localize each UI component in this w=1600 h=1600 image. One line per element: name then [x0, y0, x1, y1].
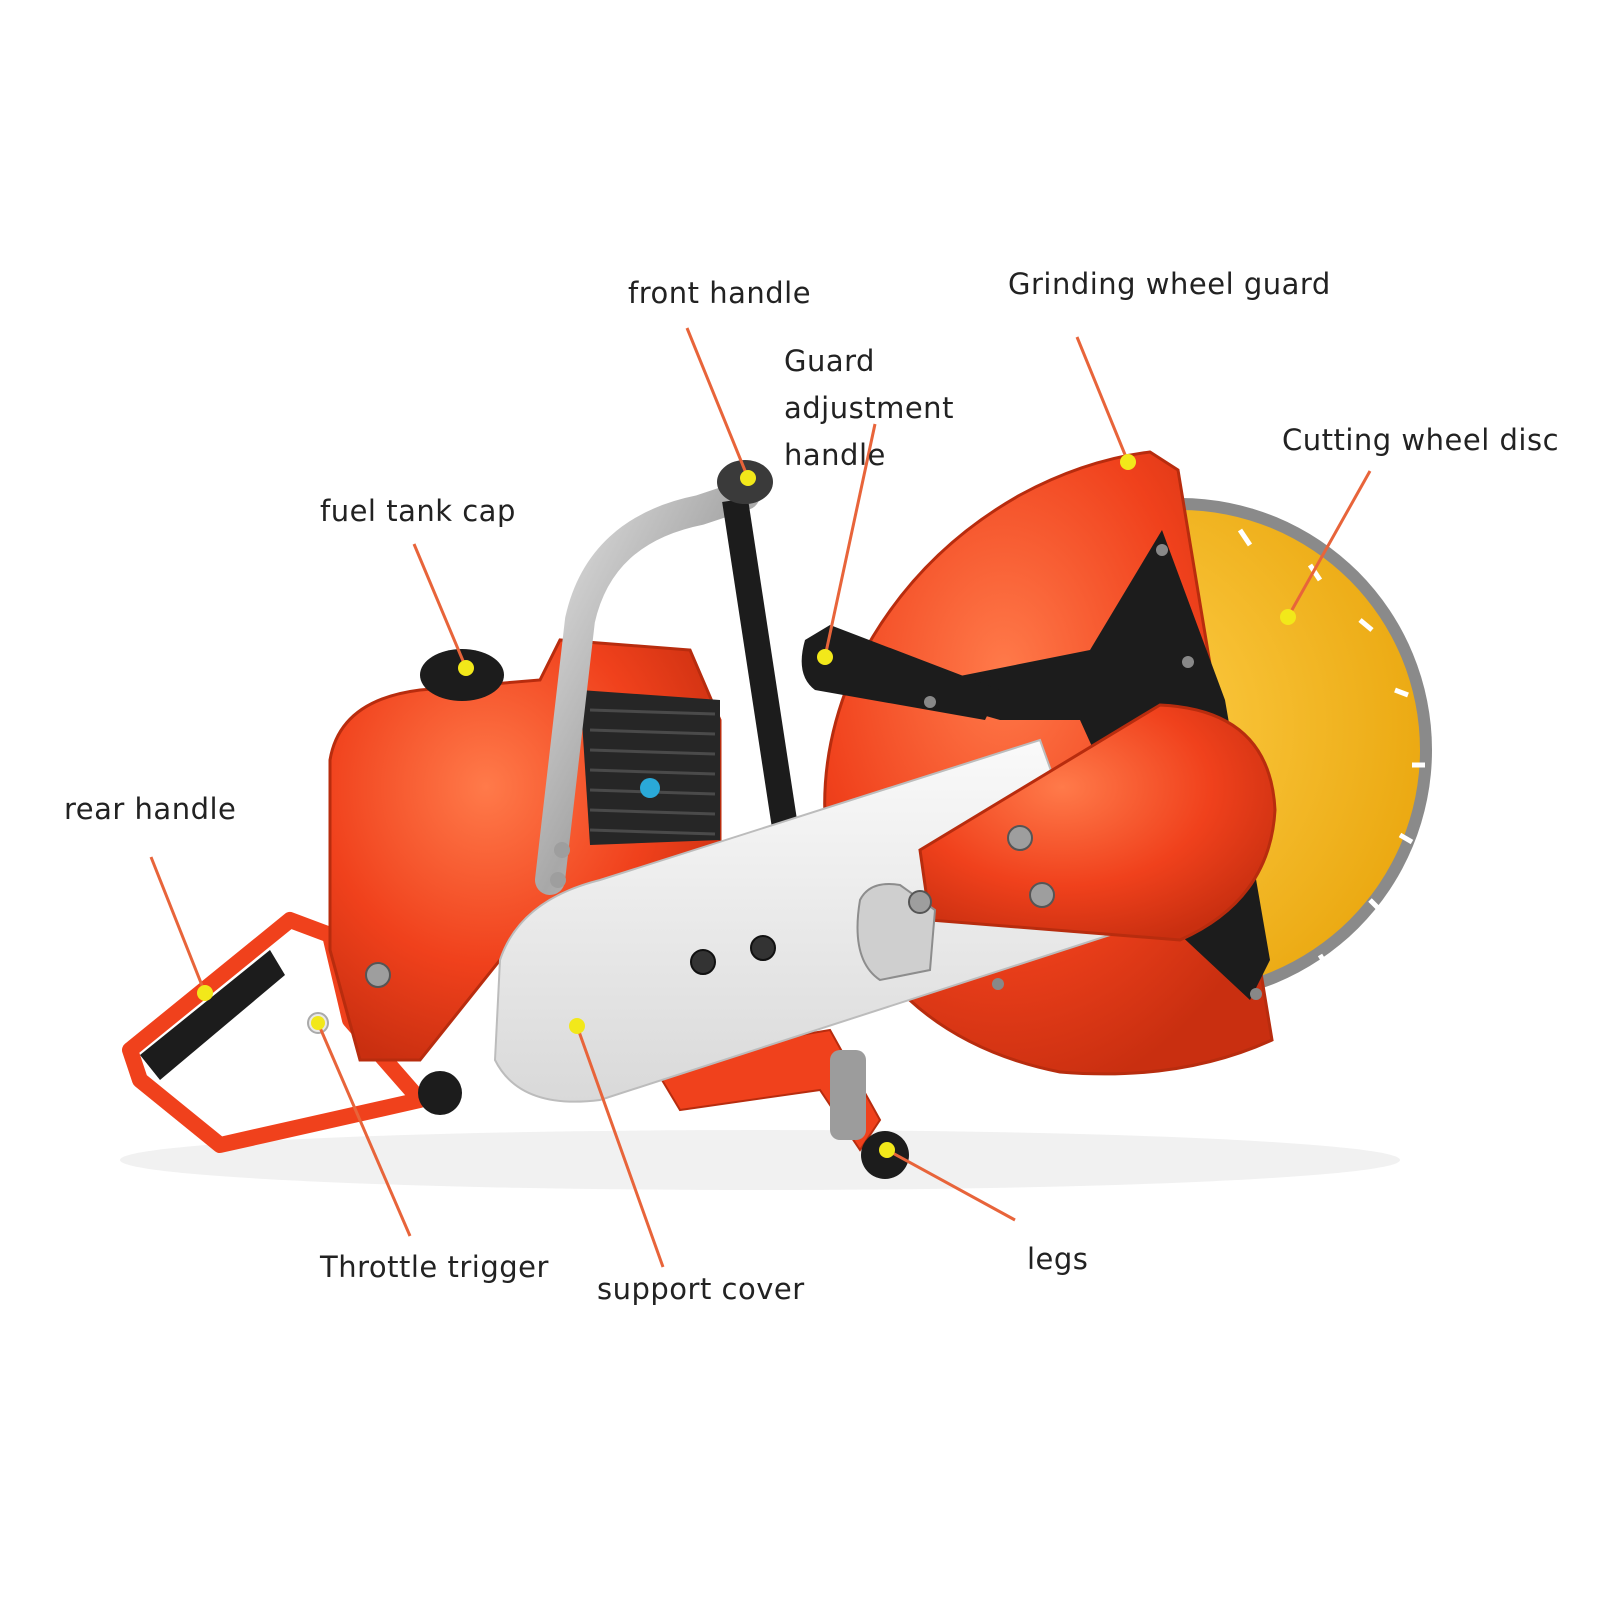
dot-guard-adjustment-handle: [817, 649, 833, 665]
leg-bar: [830, 1050, 866, 1140]
starter-knob: [418, 1071, 462, 1115]
label-fuel-tank-cap: fuel tank cap: [320, 494, 516, 528]
cylinder-fins: [580, 690, 720, 845]
leader-support-cover: [575, 1025, 665, 1268]
label-support-cover: support cover: [597, 1272, 805, 1306]
dot-front-handle: [740, 470, 756, 486]
front-handle-post: [722, 498, 803, 862]
leader-fuel-tank-cap: [412, 543, 468, 669]
label-rear-handle: rear handle: [64, 792, 237, 826]
leader-front-handle: [685, 327, 750, 479]
label-front-handle: front handle: [628, 276, 812, 310]
marker-dots: [197, 454, 1296, 1158]
dot-throttle-trigger: [311, 1016, 325, 1030]
dot-support-cover: [569, 1018, 585, 1034]
leader-cutting-wheel-disc: [1286, 470, 1372, 618]
dot-rear-handle: [197, 985, 213, 1001]
label-throttle-trigger: Throttle trigger: [320, 1250, 549, 1284]
leader-grinding-wheel-guard: [1075, 336, 1130, 463]
spark-plug-cap: [640, 778, 660, 798]
ground-shadow: [120, 1130, 1400, 1190]
leader-legs: [886, 1148, 1016, 1222]
dot-fuel-tank-cap: [458, 660, 474, 676]
leader-guard-adjustment-handle: [823, 423, 877, 658]
dot-cutting-wheel-disc: [1280, 609, 1296, 625]
blade-segment-slots: [1237, 528, 1425, 970]
label-grinding-wheel-guard: Grinding wheel guard: [1008, 267, 1331, 301]
label-cutting-wheel-disc: Cutting wheel disc: [1282, 423, 1560, 457]
leader-rear-handle: [149, 856, 207, 994]
leader-lines: [149, 327, 1372, 1268]
dot-grinding-wheel-guard: [1120, 454, 1136, 470]
leader-throttle-trigger: [316, 1022, 412, 1237]
front-handle-tube: [535, 480, 760, 895]
belt-cover: [918, 703, 1277, 942]
bolts: [365, 544, 1262, 1000]
fuel-tank-cap: [420, 649, 504, 701]
rear-handle-grip: [140, 950, 285, 1080]
label-legs: legs: [1027, 1242, 1089, 1276]
label-guard-adjustment-handle: Guard adjustment handle: [784, 344, 954, 472]
guard-adjustment-handle: [801, 625, 1000, 720]
dot-legs: [879, 1142, 895, 1158]
